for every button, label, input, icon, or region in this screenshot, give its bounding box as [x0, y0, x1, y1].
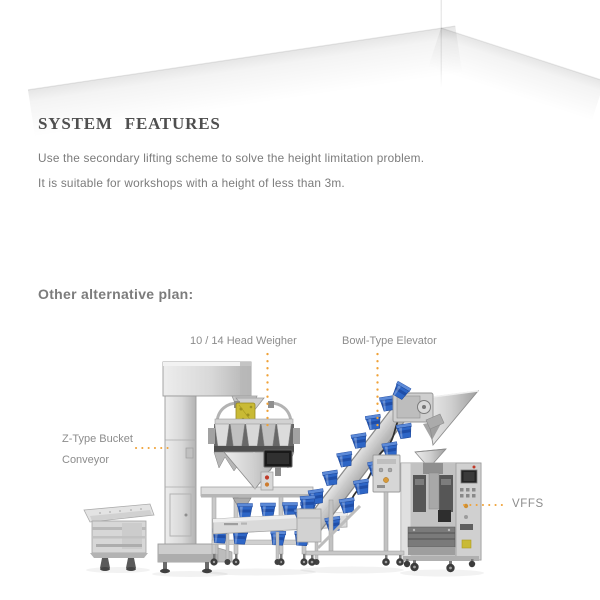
floor-shadows — [86, 566, 484, 577]
system-features-title: SYSTEM FEATURES — [38, 114, 221, 133]
feature-line-2: It is suitable for workshops with a heig… — [38, 176, 345, 190]
label-vffs: VFFS — [512, 498, 544, 510]
label-z-type-conveyor-line2: Conveyor — [62, 454, 110, 466]
label-bowl-elevator: Bowl-Type Elevator — [342, 335, 437, 347]
label-z-type-conveyor-line1: Z-Type Bucket — [62, 433, 133, 445]
feature-line-1: Use the secondary lifting scheme to solv… — [38, 151, 425, 165]
bowl-type-elevator — [293, 380, 445, 566]
label-head-weigher: 10 / 14 Head Weigher — [190, 335, 297, 347]
vibratory-feeder — [83, 503, 155, 571]
vffs-machine — [400, 390, 482, 573]
leader-lines — [135, 352, 508, 506]
alternative-plan-heading: Other alternative plan: — [38, 286, 194, 302]
label-z-type-conveyor: Z-Type Bucket Conveyor — [62, 429, 133, 471]
